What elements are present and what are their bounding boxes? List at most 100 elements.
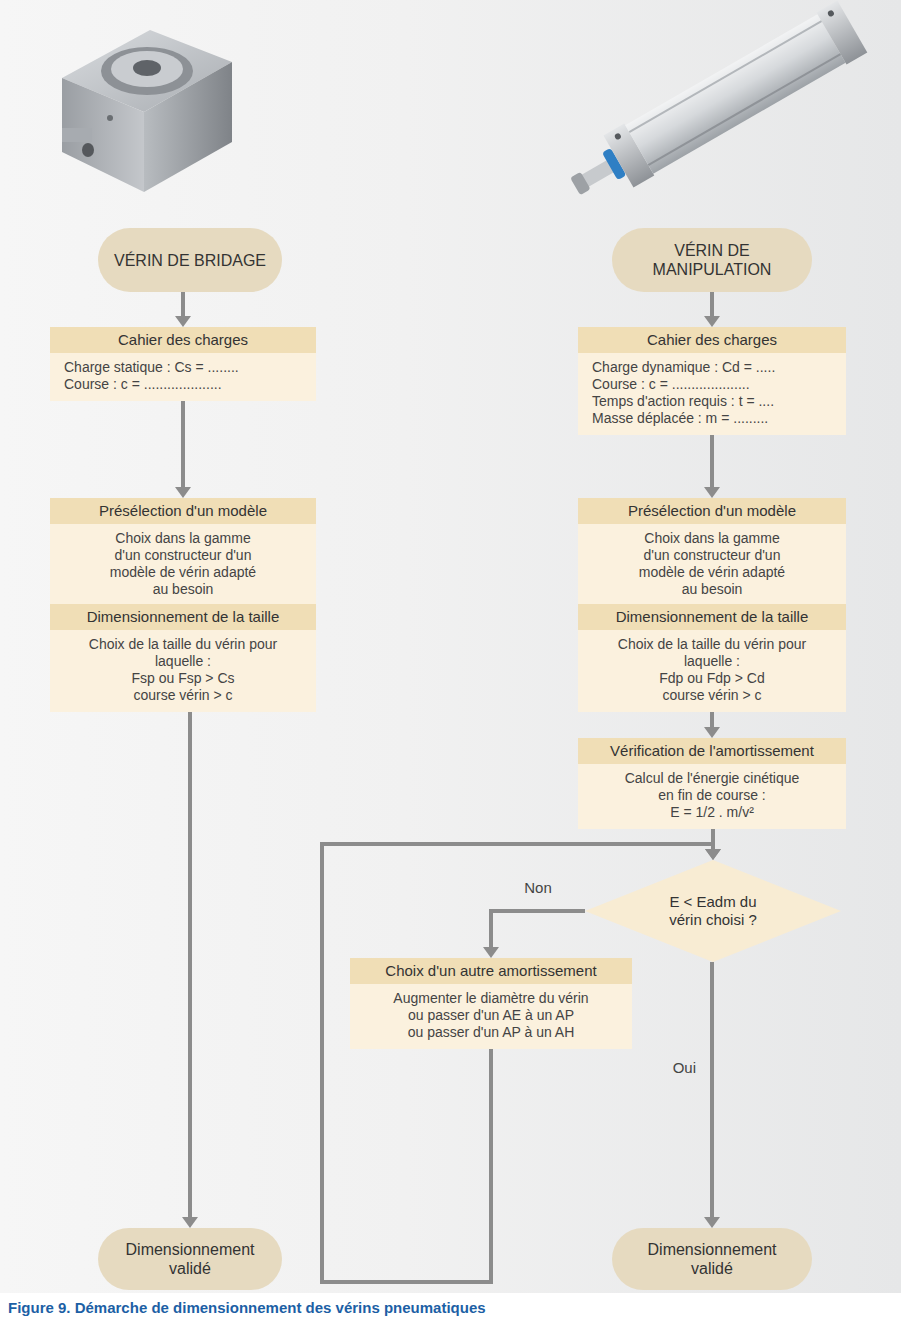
cylinder-left-face [62, 78, 144, 192]
connector-line [710, 435, 714, 487]
process-box: Présélection d'un modèleChoix dans la ga… [50, 498, 316, 606]
connector-line [710, 712, 714, 727]
arrow-head [182, 1217, 198, 1228]
box-body: Choix de la taille du vérin pour laquell… [578, 630, 846, 712]
box-heading: Dimensionnement de la taille [50, 604, 316, 630]
figure-caption: Figure 9. Démarche de dimensionnement de… [8, 1299, 486, 1317]
port-block [62, 128, 92, 142]
box-body: Choix dans la gamme d'un constructeur d'… [50, 524, 316, 606]
screw-hole [107, 115, 113, 121]
box-text: Charge dynamique : Cd = ..... [592, 359, 836, 376]
process-box: Cahier des chargesCharge dynamique : Cd … [578, 327, 846, 435]
connector-arrow [704, 712, 720, 738]
cap-screw [614, 132, 622, 140]
diamond-outline [585, 860, 841, 962]
arrow-head [483, 947, 499, 958]
tube-groove [629, 21, 821, 132]
connector-arrow [704, 435, 720, 498]
connector-line [188, 712, 192, 1217]
terminal-pill: Dimensionnement validé [98, 1228, 282, 1290]
piston-bore [133, 60, 161, 76]
box-heading: Présélection d'un modèle [50, 498, 316, 524]
box-text: Choix dans la gamme d'un constructeur d'… [101, 530, 266, 598]
box-text: Calcul de l'énergie cinétique en fin de … [617, 770, 807, 804]
handling-cylinder-photo [560, 1, 867, 213]
connector-arrow [175, 292, 191, 327]
connector-arrow [704, 292, 720, 327]
box-heading: Dimensionnement de la taille [578, 604, 846, 630]
box-heading: Cahier des charges [50, 327, 316, 353]
arrow-head [705, 849, 721, 860]
terminal-pill: Dimensionnement validé [612, 1228, 812, 1290]
box-text: course vérin > c [88, 687, 278, 704]
box-text: ou passer d'un AP à un AH [360, 1024, 622, 1041]
cap-screw [827, 9, 835, 17]
terminal-pill: VÉRIN DE MANIPULATION [612, 228, 812, 292]
decision-text: E < Eadm du vérin choisi ? [657, 893, 769, 929]
box-text: ou passer d'un AE à un AP [360, 1007, 622, 1024]
box-text: Course : c = .................... [592, 376, 836, 393]
arrow-head [704, 316, 720, 327]
rod-end [570, 172, 590, 195]
terminal-text: VÉRIN DE MANIPULATION [637, 241, 787, 279]
cylinder-tube [625, 14, 845, 173]
connector-line [181, 292, 185, 316]
terminal-text: Dimensionnement validé [110, 1240, 270, 1278]
arrow-head [704, 1217, 720, 1228]
box-text: Fsp ou Fsp > Cs [88, 670, 278, 687]
box-body: Augmenter le diamètre du vérinou passer … [350, 984, 632, 1049]
box-body: Charge statique : Cs = ........Course : … [50, 353, 316, 401]
decision-diamond: E < Eadm du vérin choisi ? [585, 860, 841, 962]
box-body: Calcul de l'énergie cinétique en fin de … [578, 764, 846, 829]
terminal-text: Dimensionnement validé [632, 1240, 792, 1278]
box-text: E = 1/2 . m/v² [617, 804, 807, 821]
piston-ring [101, 47, 193, 95]
box-text: Fdp ou Fdp > Cd [617, 670, 807, 687]
process-box: Dimensionnement de la tailleChoix de la … [50, 604, 316, 712]
connector-line [710, 292, 714, 316]
connector-arrow [175, 401, 191, 498]
process-box: Dimensionnement de la tailleChoix de la … [578, 604, 846, 712]
process-box: Cahier des chargesCharge statique : Cs =… [50, 327, 316, 401]
arrow-head [175, 316, 191, 327]
connector-line [710, 962, 714, 1217]
box-text: Choix de la taille du vérin pour laquell… [88, 636, 278, 670]
connector-arrow [483, 911, 585, 958]
arrow-head [704, 727, 720, 738]
box-body: Choix de la taille du vérin pour laquell… [50, 630, 316, 712]
box-text: Choix dans la gamme d'un constructeur d'… [630, 530, 795, 598]
connector-line [181, 401, 185, 487]
box-body: Choix dans la gamme d'un constructeur d'… [578, 524, 846, 606]
edge-label: Non [522, 879, 554, 897]
box-text: Choix de la taille du vérin pour laquell… [617, 636, 807, 670]
connector-arrow [704, 962, 720, 1228]
box-text: Charge statique : Cs = ........ [64, 359, 306, 376]
process-box: Présélection d'un modèleChoix dans la ga… [578, 498, 846, 606]
box-text: Masse déplacée : m = ......... [592, 410, 836, 427]
box-heading: Cahier des charges [578, 327, 846, 353]
air-port [82, 143, 94, 157]
tube-groove [648, 54, 840, 165]
cylinder-photos [0, 0, 901, 230]
clamping-cylinder-photo [62, 30, 232, 192]
edge-label: Oui [671, 1059, 698, 1077]
connector-line [491, 911, 585, 947]
box-body: Charge dynamique : Cd = .....Course : c … [578, 353, 846, 435]
box-text: course vérin > c [617, 687, 807, 704]
box-text: Temps d'action requis : t = .... [592, 393, 836, 410]
process-box: Choix d'un autre amortissementAugmenter … [350, 958, 632, 1049]
terminal-pill: VÉRIN DE BRIDAGE [98, 228, 282, 292]
box-text: Course : c = .................... [64, 376, 306, 393]
arrow-head [705, 849, 721, 860]
piston-face [111, 51, 183, 87]
box-text: Augmenter le diamètre du vérin [360, 990, 622, 1007]
arrow-head [175, 487, 191, 498]
process-box: Vérification de l'amortissementCalcul de… [578, 738, 846, 829]
rear-cap [817, 1, 868, 65]
box-heading: Vérification de l'amortissement [578, 738, 846, 764]
box-heading: Présélection d'un modèle [578, 498, 846, 524]
box-heading: Choix d'un autre amortissement [350, 958, 632, 984]
connector-arrow [182, 712, 198, 1228]
terminal-text: VÉRIN DE BRIDAGE [114, 251, 266, 270]
